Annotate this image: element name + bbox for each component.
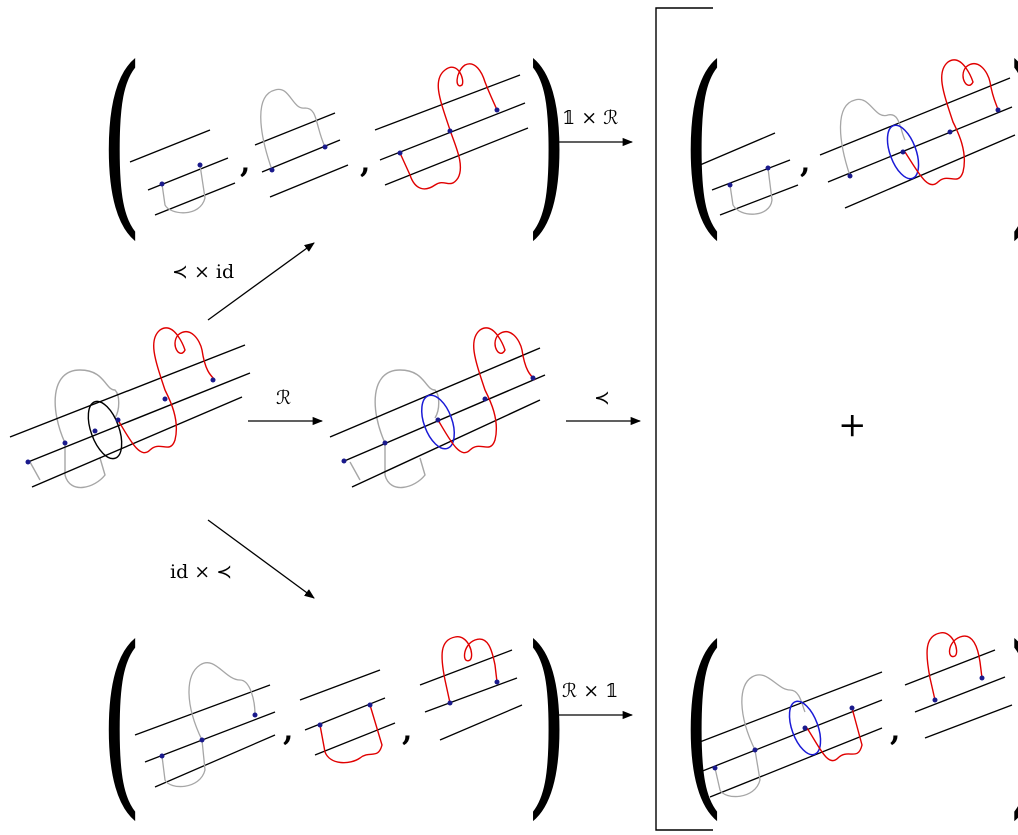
- left-paren-bottom: (: [100, 605, 143, 835]
- label-Rx1: ℛ × 𝟙: [562, 680, 618, 702]
- top-right-tuple: ( , ): [682, 25, 1018, 258]
- left-paren-tr: (: [682, 25, 725, 258]
- middle-left-configuration: [9, 327, 251, 489]
- right-bracket: [655, 7, 713, 831]
- bottom-right-tuple: ( , ): [682, 605, 1018, 835]
- top-piece-3: [374, 63, 529, 190]
- bottom-left-tuple: ( , ,: [100, 605, 568, 835]
- label-R-middle: ℛ: [276, 387, 291, 409]
- right-paren-bottom: ): [525, 605, 568, 835]
- label-diag-up: ≺ × id: [172, 261, 234, 283]
- strand-lines: [9, 344, 251, 488]
- bottom-piece-1: [134, 662, 276, 788]
- comma-1: ,: [240, 145, 250, 180]
- red-strand: [437, 327, 536, 454]
- arrow-diag-down: [207, 519, 315, 599]
- node-dots: [25, 377, 216, 465]
- tr-piece-1: [699, 132, 799, 216]
- middle-right-configuration: [329, 327, 546, 489]
- right-paren-br: ): [1007, 605, 1018, 835]
- left-paren: (: [100, 25, 143, 258]
- node-dots: [341, 375, 536, 464]
- comma-2: ,: [360, 145, 370, 180]
- top-piece-2: [254, 88, 349, 198]
- gray-strand: [29, 369, 120, 489]
- black-loop: [87, 400, 123, 460]
- bottom-piece-3: [419, 636, 523, 741]
- comma-3: ,: [283, 713, 293, 748]
- top-left-tuple: ( , ,: [100, 25, 568, 258]
- right-paren-tr: ): [1007, 25, 1018, 258]
- strand-lines: [329, 347, 546, 488]
- blue-loop: [420, 394, 456, 450]
- comma-4: ,: [402, 713, 412, 748]
- tr-piece-2: [819, 59, 1016, 209]
- red-strand: [117, 327, 216, 454]
- br-piece-2: [904, 632, 1013, 739]
- plus-sign: +: [838, 405, 867, 445]
- label-diag-down: id × ≺: [170, 561, 232, 583]
- arrow-diag-up: [207, 242, 315, 321]
- bottom-piece-2: [299, 669, 396, 764]
- br-piece-1: [691, 671, 883, 798]
- top-piece-1: [129, 129, 236, 216]
- comma-tr: ,: [800, 145, 810, 180]
- left-paren-br: (: [682, 605, 725, 835]
- label-1xR: 𝟙 × ℛ: [562, 107, 618, 129]
- gray-strand: [349, 369, 440, 489]
- comma-br: ,: [890, 713, 900, 748]
- label-prec-middle: ≺: [594, 387, 610, 409]
